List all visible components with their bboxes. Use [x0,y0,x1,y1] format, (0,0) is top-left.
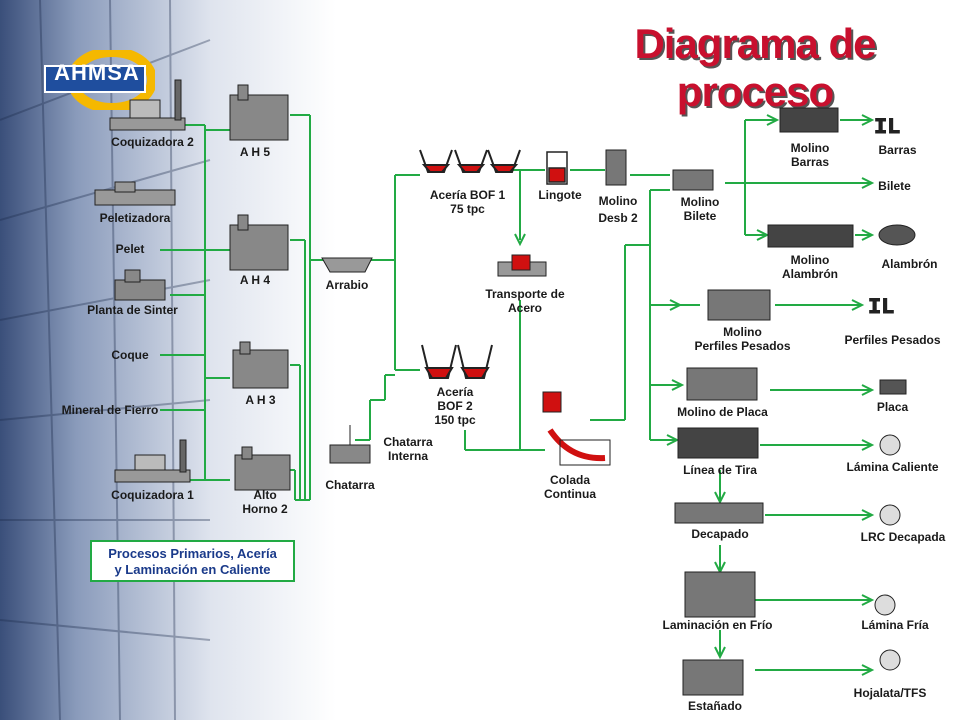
label-peletizadora: Peletizadora [99,211,171,225]
label-bof2-1: Acería [436,385,474,399]
label-coquizadora-1: Coquizadora 1 [111,488,194,502]
transporte-icon [497,254,547,277]
label-mpp-2: Perfiles Pesados [694,339,791,353]
label-chatarra: Chatarra [325,478,375,492]
label-bil-2: Bilete [683,209,717,223]
label-ah4: A H 4 [239,273,271,287]
label-transporte-1: Transporte de [485,287,565,301]
label-mb-1: Molino [790,141,830,155]
label-ah2-2: Horno 2 [242,502,288,516]
label-bil-1: Molino [680,195,720,209]
label-product-lrc: LRC Decapada [860,530,946,544]
label-product-placa: Placa [876,400,909,414]
page-title: Diagrama de proceso [634,20,876,115]
label-molino-placa: Molino de Placa [677,405,768,419]
label-ma-1: Molino [790,253,830,267]
label-bof2-2: BOF 2 [437,399,473,413]
label-coquizadora-2: Coquizadora 2 [111,135,194,149]
label-desb-1: Molino [598,194,638,208]
label-colada-2: Continua [544,487,596,501]
label-molino-perfiles: Molino Perfiles Pesados [680,325,805,353]
label-laminacion: Laminación en Frío [662,618,773,632]
logo-text: AHMSA [54,60,140,85]
label-bof1: Acería BOF 1 75 tpc [415,188,520,216]
legend-line-2: y Laminación en Caliente [114,562,271,577]
bof-ladle-icons [419,149,521,379]
label-arrabio: Arrabio [325,278,369,292]
label-alto-horno-2: Alto Horno 2 [230,488,300,516]
label-ah3: A H 3 [245,393,276,407]
arrabio-car-icon [321,257,373,273]
ahmsa-logo-icon [44,50,155,110]
label-bof2: Acería BOF 2 150 tpc [420,385,490,427]
svg-text:IL: IL [874,115,900,140]
label-product-barras: Barras [878,143,917,157]
label-ah2-1: Alto [253,488,277,502]
svg-text:IL: IL [868,295,894,320]
peletizadora-icon [94,181,176,206]
label-molino-desb: Molino Desb 2 [588,193,648,227]
label-coque: Coque [111,348,149,362]
label-product-perfiles: Perfiles Pesados [844,333,941,347]
chatarra-icons [329,425,371,464]
label-bof1-2: 75 tpc [450,202,485,216]
label-linea-tira: Línea de Tira [683,463,757,477]
sinter-plant-icon [114,269,166,301]
coquizadora-2-icon [109,79,186,131]
label-bof2-3: 150 tpc [434,413,476,427]
product-icons: IL IL [868,115,916,671]
label-product-hojalata: Hojalata/TFS [853,686,927,700]
label-chatarra-interna: Chatarra Interna [368,435,448,463]
label-mb-2: Barras [790,155,830,169]
label-estanado: Estañado [687,699,742,713]
label-pelet: Pelet [115,242,145,256]
legend-line-1: Procesos Primarios, Acería [108,546,277,561]
label-product-bilete: Bilete [878,179,911,193]
label-desb-2: Desb 2 [598,211,638,225]
label-chatarra-interna-1: Chatarra [383,435,433,449]
label-sinter: Planta de Sinter [87,303,178,317]
label-decapado: Decapado [691,527,749,541]
label-ma-2: Alambrón [781,267,838,281]
label-product-alambron: Alambrón [881,257,938,271]
label-lingote: Lingote [538,188,582,202]
legend-box: Procesos Primarios, Acería y Laminación … [90,540,295,582]
label-ah5: A H 5 [239,145,271,159]
label-bof1-1: Acería BOF 1 [429,188,506,202]
mill-icons [605,107,854,696]
label-mpp-1: Molino [723,325,762,339]
label-molino-bilete: Molino Bilete [670,195,730,223]
label-molino-barras: Molino Barras [775,141,845,169]
label-chatarra-interna-2: Interna [387,449,428,463]
label-colada: Colada Continua [535,473,605,501]
label-mineral: Mineral de Fierro [61,403,159,417]
coquizadora-1-icon [114,439,191,483]
lingote-icon [546,151,568,185]
label-colada-1: Colada [549,473,590,487]
label-transporte: Transporte de Acero [470,287,580,315]
blast-furnace-icons [229,84,291,491]
label-molino-alambron: Molino Alambrón [770,253,850,281]
label-product-lamina-fria: Lámina Fría [861,618,929,632]
colada-icon [542,391,611,466]
label-product-lamina-caliente: Lámina Caliente [846,460,939,474]
label-transporte-2: Acero [507,301,542,315]
